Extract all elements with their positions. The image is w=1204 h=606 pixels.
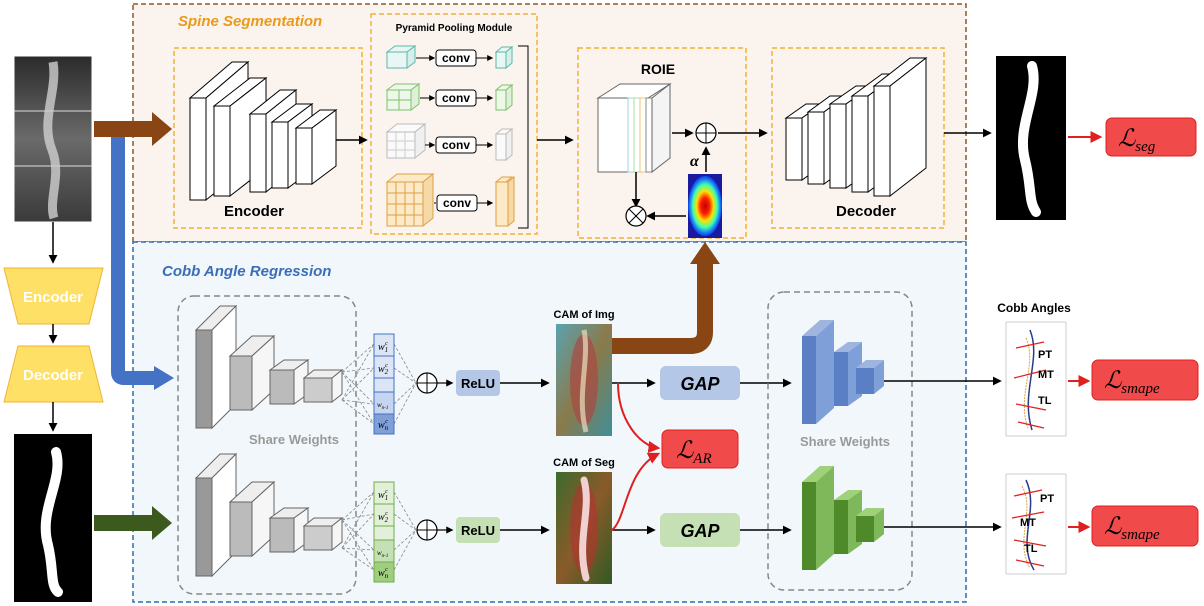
ppm-row-2: conv <box>385 83 514 112</box>
roie-module <box>577 47 747 239</box>
attention-heatmap <box>688 174 722 238</box>
svg-text:ℒsmape: ℒsmape <box>1104 368 1160 397</box>
roie-feature-stack <box>596 82 672 174</box>
svg-text:wn-1: wn-1 <box>377 549 388 559</box>
ppm-row-4: conv <box>385 172 515 228</box>
plus-icon-seg <box>416 519 438 541</box>
cobb-pt-1: PT <box>1038 349 1052 361</box>
loss-ar-symbol: ℒ <box>676 438 694 464</box>
weight-fan-seg <box>341 491 417 571</box>
loss-seg-symbol: ℒ <box>1118 126 1136 152</box>
conv-label-4: conv <box>443 196 471 210</box>
cam-img-image <box>556 324 612 436</box>
cobb-angles-title: Cobb Angles <box>997 301 1071 315</box>
regression-title: Cobb Angle Regression <box>162 263 331 280</box>
cobb-tl-2: TL <box>1024 543 1038 555</box>
loss-smape-box-2: ℒsmape <box>1091 505 1199 547</box>
share-weights-right-label: Share Weights <box>800 434 890 449</box>
gap-img: GAP <box>660 366 740 400</box>
relu-seg-label: ReLU <box>461 523 495 538</box>
ppm-title: Pyramid Pooling Module <box>396 23 513 34</box>
loss-smape-subscript-2: smape <box>1121 527 1160 543</box>
plus-icon-roie <box>695 122 717 144</box>
left-encoder-block: Encoder <box>3 267 104 325</box>
gap-seg-label: GAP <box>680 521 720 541</box>
plus-icon-img <box>416 372 438 394</box>
svg-text:w1c: w1c <box>378 341 388 354</box>
relu-img: ReLU <box>456 370 500 396</box>
left-encoder-label: Encoder <box>23 289 83 306</box>
cobb-pt-2: PT <box>1040 493 1054 505</box>
conv-label-1: conv <box>442 51 470 65</box>
blue-arrow-to-regression <box>111 137 174 390</box>
share-weights-right <box>767 291 913 591</box>
multiply-icon-roie <box>625 205 647 227</box>
cam-seg-label: CAM of Seg <box>553 457 615 469</box>
cobb-mt-2: MT <box>1020 517 1036 529</box>
cobb-angle-diagram-seg: PT MT TL <box>1005 473 1067 575</box>
left-decoder-label: Decoder <box>23 367 83 384</box>
weight-vector-seg: w1c w2c wn-1 wnc <box>373 481 395 583</box>
head-img <box>802 320 884 424</box>
svg-text:ℒsmape: ℒsmape <box>1104 514 1160 543</box>
segmentation-title: Spine Segmentation <box>178 13 322 30</box>
weight-fan-img <box>341 343 417 425</box>
seg-output-image <box>996 56 1066 220</box>
cam-img-label: CAM of Img <box>553 309 614 321</box>
relu-seg: ReLU <box>456 517 500 543</box>
loss-smape-subscript-1: smape <box>1121 381 1160 397</box>
encoder-label: Encoder <box>224 203 284 220</box>
cobb-mt-1: MT <box>1038 369 1054 381</box>
brown-arrow-to-encoder <box>94 112 172 146</box>
left-decoder-block: Decoder <box>3 345 104 403</box>
roie-label: ROIE <box>641 61 675 77</box>
red-arrow-seg-to-ar <box>611 452 661 531</box>
brown-arrow-cam-to-roie <box>610 262 713 354</box>
svg-text:w2c: w2c <box>378 363 389 376</box>
encoder-layers <box>188 60 338 202</box>
ppm-row-1: conv <box>385 45 514 70</box>
decoder-label: Decoder <box>836 203 896 220</box>
decoder-layers <box>784 56 928 198</box>
cam-seg-image <box>556 472 612 584</box>
gap-img-label: GAP <box>680 374 720 394</box>
green-arrow-to-regression <box>94 506 172 540</box>
ppm-row-3: conv <box>385 122 514 162</box>
backbone-seg <box>194 452 344 578</box>
svg-text:wnc: wnc <box>378 567 389 580</box>
svg-text:wn-1: wn-1 <box>377 401 388 411</box>
weight-vector-img: w1c w2c wn-1 wnc <box>373 333 395 435</box>
alpha-label: α <box>690 153 700 170</box>
head-seg <box>802 466 884 570</box>
loss-smape-box-1: ℒsmape <box>1091 359 1199 401</box>
gap-seg: GAP <box>660 513 740 547</box>
relu-img-label: ReLU <box>461 376 495 391</box>
share-weights-left-label: Share Weights <box>249 432 339 447</box>
cobb-angle-diagram-img: PT MT TL <box>1005 321 1067 437</box>
seg-mask-image <box>14 434 92 602</box>
input-xray-image <box>13 55 93 223</box>
ppm-bracket <box>518 45 529 229</box>
loss-seg-box: ℒseg <box>1105 117 1197 157</box>
loss-ar-box: ℒAR <box>661 429 739 469</box>
conv-label-3: conv <box>442 138 470 152</box>
red-arrow-img-to-ar <box>617 382 661 453</box>
cobb-tl-1: TL <box>1038 395 1052 407</box>
backbone-img <box>194 304 344 430</box>
svg-text:wnc: wnc <box>378 419 389 432</box>
svg-text:ℒseg: ℒseg <box>1118 126 1156 155</box>
conv-label-2: conv <box>442 91 470 105</box>
loss-seg-subscript: seg <box>1135 139 1155 155</box>
brown-arrow-cam-to-roie-head <box>690 242 720 264</box>
ppm-module <box>370 13 538 235</box>
svg-text:w2c: w2c <box>378 511 389 524</box>
share-weights-left <box>177 295 357 595</box>
svg-text:w1c: w1c <box>378 489 388 502</box>
loss-smape-symbol-2: ℒ <box>1104 514 1122 540</box>
svg-text:ℒAR: ℒAR <box>676 438 712 467</box>
loss-ar-subscript: AR <box>692 451 711 467</box>
loss-smape-symbol-1: ℒ <box>1104 368 1122 394</box>
